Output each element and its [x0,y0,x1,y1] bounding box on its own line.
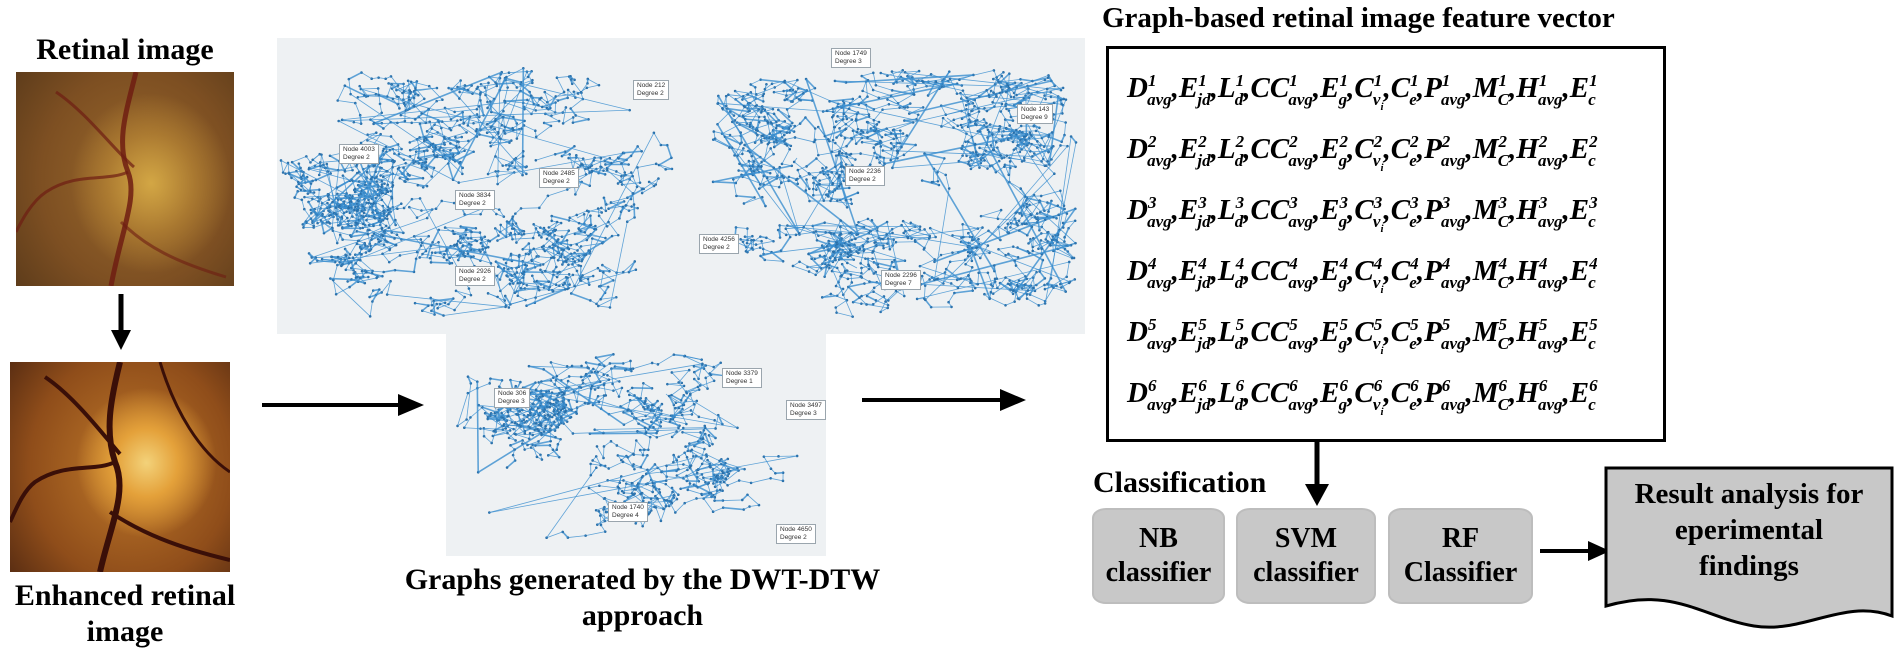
rf-classifier-line1: RF [1441,523,1480,554]
graphs-generated-label: Graphs generated by the DWT-DTW approach [404,563,881,632]
retinal-image [16,72,234,286]
enhanced-retinal-vessels [10,362,230,572]
result-line1: Result analysis for [1634,478,1864,510]
feature-row: D5avg,E5jd,L5d,CC5avg,E5g,C5vi,C5e,P5avg… [1127,315,1598,357]
nb-classifier: NB classifier [1092,508,1225,604]
result-document-shape [1604,466,1894,629]
feature-row: D6avg,E6jd,L6d,CC6avg,E6g,C6vi,C6e,P6avg… [1127,376,1598,418]
result-analysis-text: Result analysis for eperimental findings [1604,476,1894,584]
svm-classifier: SVM classifier [1236,508,1376,604]
rf-classifier: RF Classifier [1388,508,1533,604]
down-arrow [111,294,131,350]
down-arrow-classification [1305,442,1329,506]
svm-classifier-line1: SVM [1274,523,1338,554]
classification-label: Classification [1093,466,1267,499]
enhanced-retinal-image-label: Enhanced retinal image [14,579,236,648]
right-arrow-2 [862,389,1026,411]
rf-classifier-line2: Classifier [1403,557,1518,588]
nb-classifier-line1: NB [1139,523,1178,554]
feature-vector-box: D1avg,E1jd,L1d,CC1avg,E1g,C1vi,C1e,P1avg… [1106,46,1666,442]
graph-edges-right [711,69,1078,318]
graph-edges-left [279,67,674,318]
feature-row: D3avg,E3jd,L3d,CC3avg,E3g,C3vi,C3e,P3avg… [1127,193,1598,235]
result-line2: eperimental [1674,514,1824,546]
right-arrow-result [1540,541,1610,561]
result-line3: findings [1699,550,1799,582]
graph-edges-bottom [456,353,799,540]
retinal-vessels [16,72,227,286]
retinal-image-label: Retinal image [36,33,214,66]
enhanced-retinal-image [10,362,230,572]
feature-row: D4avg,E4jd,L4d,CC4avg,E4g,C4vi,C4e,P4avg… [1127,254,1598,296]
nb-classifier-line2: classifier [1105,557,1212,588]
svm-classifier-line2: classifier [1253,557,1359,588]
feature-row: D1avg,E1jd,L1d,CC1avg,E1g,C1vi,C1e,P1avg… [1127,71,1598,113]
feature-vector-title: Graph-based retinal image feature vector [1102,2,1615,34]
right-arrow-1 [262,394,424,416]
feature-row: D2avg,E2jd,L2d,CC2avg,E2g,C2vi,C2e,P2avg… [1127,132,1598,174]
